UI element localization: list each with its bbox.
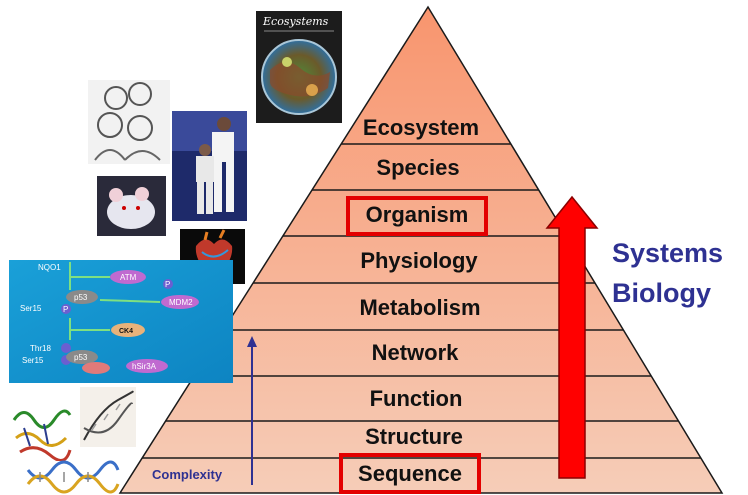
pathway-mdm2: MDM2 — [169, 298, 193, 307]
family-portrait-image — [88, 80, 170, 164]
level-organism: Organism — [366, 202, 469, 227]
pathway-hsir3a: hSir3A — [132, 362, 157, 371]
pathway-p53-bottom: p53 — [74, 353, 88, 362]
level-sequence: Sequence — [358, 461, 462, 486]
level-species: Species — [376, 155, 459, 180]
level-metabolism: Metabolism — [359, 295, 480, 320]
systems-biology-label-line2: Biology — [612, 278, 711, 308]
protein-structure-image — [8, 402, 76, 462]
dna-strand-image — [24, 461, 120, 492]
p53-pathway-image: NQO1 ATM p53 Ser15 P P MDM2 CK4 Thr18 Se… — [9, 260, 233, 383]
dna-helix-image — [80, 387, 136, 447]
pathway-ser15-bottom: Ser15 — [22, 356, 44, 365]
level-network: Network — [372, 340, 460, 365]
pathway-ck4: CK4 — [119, 328, 133, 335]
white-mouse-image — [97, 176, 166, 236]
pathway-p-top: P — [63, 305, 68, 314]
systems-biology-label-line1: Systems — [612, 238, 723, 268]
pathway-p53-top: p53 — [74, 293, 88, 302]
pathway-ser15-top: Ser15 — [20, 304, 42, 313]
pathway-nqo1: NQO1 — [38, 263, 61, 272]
pathway-thr18: Thr18 — [30, 344, 51, 353]
ecosystems-book-image: Ecosystems — [256, 11, 342, 123]
book-title: Ecosystems — [262, 15, 329, 28]
level-ecosystem: Ecosystem — [363, 115, 479, 140]
level-structure: Structure — [365, 424, 463, 449]
pathway-atm: ATM — [120, 273, 137, 282]
complexity-label: Complexity — [152, 467, 223, 482]
two-men-image — [172, 111, 247, 221]
pathway-p-mid: P — [165, 280, 170, 289]
level-physiology: Physiology — [360, 248, 478, 273]
level-function: Function — [370, 386, 463, 411]
